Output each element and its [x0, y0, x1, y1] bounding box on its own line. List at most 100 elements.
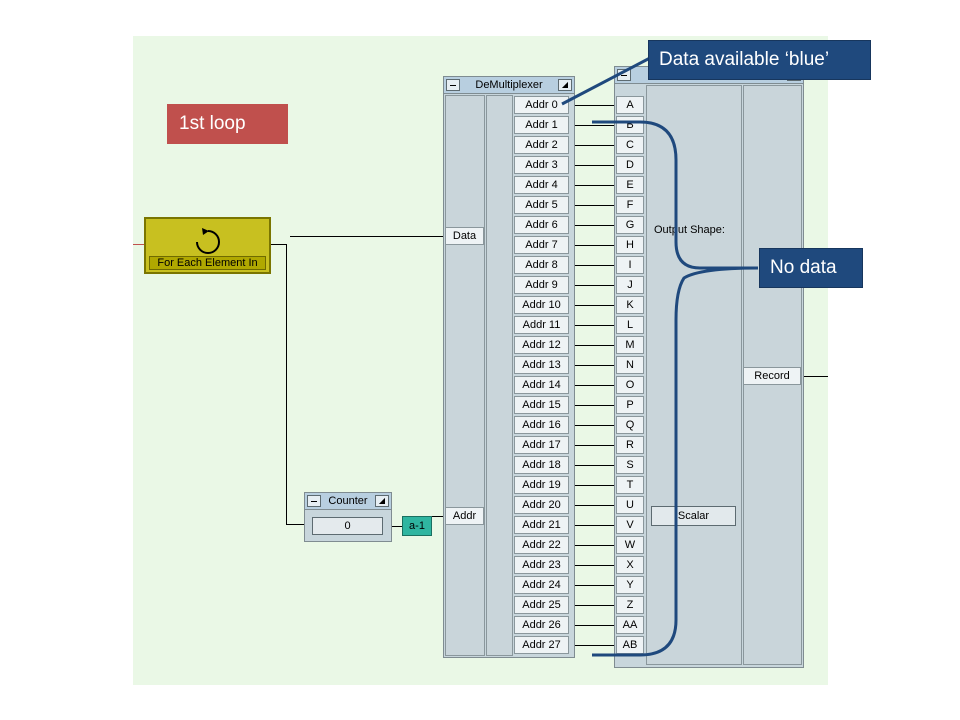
formula-object[interactable]: a-1	[402, 516, 432, 536]
record-input-pin[interactable]: D	[616, 156, 644, 174]
record-input-pin[interactable]: I	[616, 256, 644, 274]
wire-to-counter	[286, 524, 304, 525]
wire-addr-15	[569, 405, 616, 406]
output-shape-button[interactable]: Scalar	[651, 506, 736, 526]
for-each-label: For Each Element In	[149, 256, 266, 270]
demux-output-pin[interactable]: Addr 16	[514, 416, 569, 434]
demux-output-pin[interactable]: Addr 3	[514, 156, 569, 174]
wire-to-data	[290, 236, 443, 237]
wire-addr-9	[569, 285, 616, 286]
counter-value: 0	[312, 517, 383, 535]
record-input-pin[interactable]: M	[616, 336, 644, 354]
demux-output-pin[interactable]: Addr 15	[514, 396, 569, 414]
record-input-pin[interactable]: S	[616, 456, 644, 474]
wire-addr-19	[569, 485, 616, 486]
demux-output-pin[interactable]: Addr 9	[514, 276, 569, 294]
for-each-element-object[interactable]: For Each Element In	[144, 217, 271, 274]
demux-title-bar[interactable]: DeMultiplexer ◢	[444, 77, 574, 94]
demux-output-pin[interactable]: Addr 0	[514, 96, 569, 114]
demux-data-pin[interactable]: Data	[445, 227, 484, 245]
demux-output-pin[interactable]: Addr 21	[514, 516, 569, 534]
wire-addr-2	[569, 145, 616, 146]
demux-output-pin[interactable]: Addr 27	[514, 636, 569, 654]
demux-output-pin[interactable]: Addr 7	[514, 236, 569, 254]
record-output-pin[interactable]: Record	[743, 367, 801, 385]
first-loop-callout: 1st loop	[167, 104, 288, 144]
demux-output-pin[interactable]: Addr 2	[514, 136, 569, 154]
no-data-callout: No data	[759, 248, 863, 288]
wire-addr-5	[569, 205, 616, 206]
wire-addr-18	[569, 465, 616, 466]
record-input-pin[interactable]: AA	[616, 616, 644, 634]
wire-addr-23	[569, 565, 616, 566]
demux-output-pin[interactable]: Addr 14	[514, 376, 569, 394]
demux-output-pin[interactable]: Addr 11	[514, 316, 569, 334]
demux-addr-pin[interactable]: Addr	[445, 507, 484, 525]
menu-arrow-icon[interactable]: ◢	[375, 495, 389, 507]
demux-input-column	[445, 95, 485, 656]
demux-output-pin[interactable]: Addr 10	[514, 296, 569, 314]
counter-title-bar[interactable]: Counter ◢	[305, 493, 391, 510]
record-input-pin[interactable]: T	[616, 476, 644, 494]
minimize-icon[interactable]	[446, 79, 460, 91]
demux-output-pin[interactable]: Addr 13	[514, 356, 569, 374]
data-available-callout: Data available ‘blue’	[648, 40, 871, 80]
loop-arrow-icon	[196, 228, 220, 254]
demux-output-pin[interactable]: Addr 24	[514, 576, 569, 594]
minimize-icon[interactable]	[307, 495, 321, 507]
demux-output-pin[interactable]: Addr 18	[514, 456, 569, 474]
demux-output-pin[interactable]: Addr 6	[514, 216, 569, 234]
record-input-pin[interactable]: P	[616, 396, 644, 414]
record-input-pin[interactable]: O	[616, 376, 644, 394]
demux-output-pin[interactable]: Addr 5	[514, 196, 569, 214]
record-input-pin[interactable]: G	[616, 216, 644, 234]
menu-arrow-icon[interactable]: ◢	[558, 79, 572, 91]
demux-output-pin[interactable]: Addr 25	[514, 596, 569, 614]
pointer-line	[561, 56, 651, 106]
wire-addr-8	[569, 265, 616, 266]
demux-output-pin[interactable]: Addr 17	[514, 436, 569, 454]
demux-body	[486, 95, 513, 656]
wire-addr-6	[569, 225, 616, 226]
wire-addr-26	[569, 625, 616, 626]
record-input-pin[interactable]: K	[616, 296, 644, 314]
demux-output-pin[interactable]: Addr 12	[514, 336, 569, 354]
record-input-pin[interactable]: Y	[616, 576, 644, 594]
wire-addr-10	[569, 305, 616, 306]
wire-addr-25	[569, 605, 616, 606]
record-input-pin[interactable]: L	[616, 316, 644, 334]
record-input-pin[interactable]: X	[616, 556, 644, 574]
record-input-pin[interactable]: AB	[616, 636, 644, 654]
curly-brace	[592, 120, 759, 657]
record-input-pin[interactable]: H	[616, 236, 644, 254]
demux-output-pin[interactable]: Addr 22	[514, 536, 569, 554]
record-input-pin[interactable]: N	[616, 356, 644, 374]
demux-output-pin[interactable]: Addr 4	[514, 176, 569, 194]
record-input-pin[interactable]: W	[616, 536, 644, 554]
record-input-pin[interactable]: R	[616, 436, 644, 454]
record-input-pin[interactable]: E	[616, 176, 644, 194]
demux-output-pin[interactable]: Addr 1	[514, 116, 569, 134]
record-input-pin[interactable]: U	[616, 496, 644, 514]
demux-output-pin[interactable]: Addr 19	[514, 476, 569, 494]
demux-output-pin[interactable]: Addr 23	[514, 556, 569, 574]
record-input-pin[interactable]: A	[616, 96, 644, 114]
record-input-pin[interactable]: F	[616, 196, 644, 214]
output-shape-label: Output Shape:	[654, 224, 725, 236]
wire-addr-14	[569, 385, 616, 386]
wire-foreach-down	[286, 244, 287, 525]
wire-addr-21	[569, 525, 616, 526]
record-input-pin[interactable]: Z	[616, 596, 644, 614]
record-input-pin[interactable]: Q	[616, 416, 644, 434]
wire-foreach-out	[270, 244, 286, 245]
wire-addr-16	[569, 425, 616, 426]
demux-output-pin[interactable]: Addr 26	[514, 616, 569, 634]
wire-addr-1	[569, 125, 616, 126]
demux-output-pin[interactable]: Addr 20	[514, 496, 569, 514]
demux-output-pin[interactable]: Addr 8	[514, 256, 569, 274]
record-input-pin[interactable]: V	[616, 516, 644, 534]
wire-addr-22	[569, 545, 616, 546]
record-input-pin[interactable]: J	[616, 276, 644, 294]
record-input-pin[interactable]: C	[616, 136, 644, 154]
